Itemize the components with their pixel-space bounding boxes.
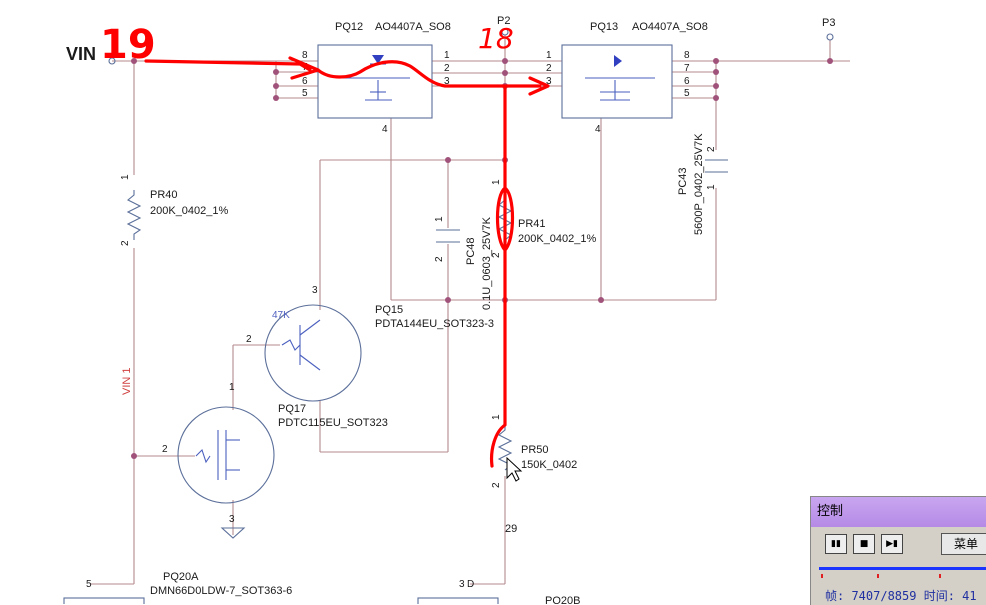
pc48-ref: PC48 [465,237,477,265]
pq12-value: AO4407A_SO8 [375,21,451,33]
timeline-tick [821,574,823,578]
pr40-pin-1: 1 [120,174,131,180]
pc43-pin-1: 1 [706,184,717,190]
pc48-value: 0.1U_0603_25V7K [481,216,493,310]
mouse-pointer-icon [506,456,523,482]
pq20b-ref: PQ20B [545,595,580,604]
red-path-down [489,86,515,468]
pq12-mosfet [317,44,433,119]
pq17-value: PDTC115EU_SOT323 [278,417,388,429]
pq12-pin-2: 2 [444,63,450,74]
pq15-pin-2: 2 [246,334,252,345]
pr41-value: 200K_0402_1% [518,233,597,245]
pq12-pin-3: 3 [444,76,450,87]
p3-marker-icon [826,33,834,41]
pc48-pin-2: 2 [434,256,445,262]
pq20a-transistor [177,406,275,504]
menu-button[interactable]: 菜单 [941,533,986,555]
vin-marker-icon [108,57,116,65]
pr40-ref: PR40 [150,189,178,201]
pq20a-pin-2: 2 [162,444,168,455]
pq13-pin-6: 6 [684,76,690,87]
pq12-pin-8: 8 [302,50,308,61]
frame-status: 帧: 7407/8859 时间: 41 [825,589,977,603]
step-button[interactable]: ▶▮ [881,534,903,554]
vin-label: VIN [66,44,96,64]
pq13-mosfet [561,44,673,119]
vin1-label: VIN 1 [121,367,133,395]
pq13-pin-5: 5 [684,88,690,99]
pq20a-pin-3: 3 [229,514,235,525]
pr41-ref: PR41 [518,218,546,230]
pr50-value: 150K_0402 [521,459,577,471]
pq15-resistor-value: 47K [272,310,290,321]
pq13-pin-8: 8 [684,50,690,61]
red-path-gate [316,60,550,96]
stop-button[interactable]: ■ [853,534,875,554]
pq13-pin-4: 4 [595,124,601,135]
timeline-bar[interactable] [819,567,986,570]
pq20a-package [63,597,145,604]
pq15-transistor [264,304,362,402]
timeline-tick [877,574,879,578]
pc43-value: 5600P_0402_25V7K [693,133,705,235]
pr41-pin-1: 1 [491,179,502,185]
pq15-pin-3: 3 [312,285,318,296]
pq20b-pin-d: D [467,579,474,590]
pq20b-package [417,597,499,604]
pq13-ref: PQ13 [590,21,618,33]
pc48-capacitor [436,229,460,243]
pq13-pin-2: 2 [546,63,552,74]
pr50-ref: PR50 [521,444,549,456]
pr50-pin-1: 1 [491,414,502,420]
pq20b-pin-3: 3 [459,579,465,590]
pc43-capacitor [705,159,728,173]
control-window: 控制 ▮▮ ■ ▶▮ 菜单 帧: 7407/8859 时间: 41 [810,496,986,605]
pc43-ref: PC43 [677,167,689,195]
pq12-pin-1: 1 [444,50,450,61]
pc43-pin-2: 2 [706,146,717,152]
pr40-pin-2: 2 [120,240,131,246]
control-title: 控制 [811,497,986,527]
pc48-pin-1: 1 [434,216,445,222]
net-29-label: 29 [505,523,517,535]
pq20a-ref: PQ20A [163,571,199,583]
annotation-18: 18 [478,22,514,55]
red-annotations: 19 18 [100,22,550,468]
wires [90,35,850,585]
pr50-pin-2: 2 [491,482,502,488]
pq12-ref: PQ12 [335,21,363,33]
pq13-value: AO4407A_SO8 [632,21,708,33]
pq20a-value: DMN66D0LDW-7_SOT363-6 [150,585,292,597]
pq17-ref: PQ17 [278,403,306,415]
p2-marker-icon [501,28,509,36]
pr41-pin-2: 2 [491,252,502,258]
pq15-value: PDTA144EU_SOT323-3 [375,318,494,330]
p3-label: P3 [822,17,835,29]
p2-label: P2 [497,15,510,27]
pq20a-pin-5: 5 [86,579,92,590]
pause-button[interactable]: ▮▮ [825,534,847,554]
pq15-ref: PQ15 [375,304,403,316]
pr40-resistor [126,190,142,240]
pq13-pin-1: 1 [546,50,552,61]
pq15-pin-1: 1 [229,382,235,393]
pr40-value: 200K_0402_1% [150,205,229,217]
control-buttons: ▮▮ ■ ▶▮ [825,534,903,556]
pq13-pin-3: 3 [546,76,552,87]
pq12-pin-6: 6 [302,76,308,87]
ground-icon [220,527,246,539]
timeline-tick [939,574,941,578]
pq12-pin-5: 5 [302,88,308,99]
pq13-pin-7: 7 [684,63,690,74]
pq12-pin-4: 4 [382,124,388,135]
